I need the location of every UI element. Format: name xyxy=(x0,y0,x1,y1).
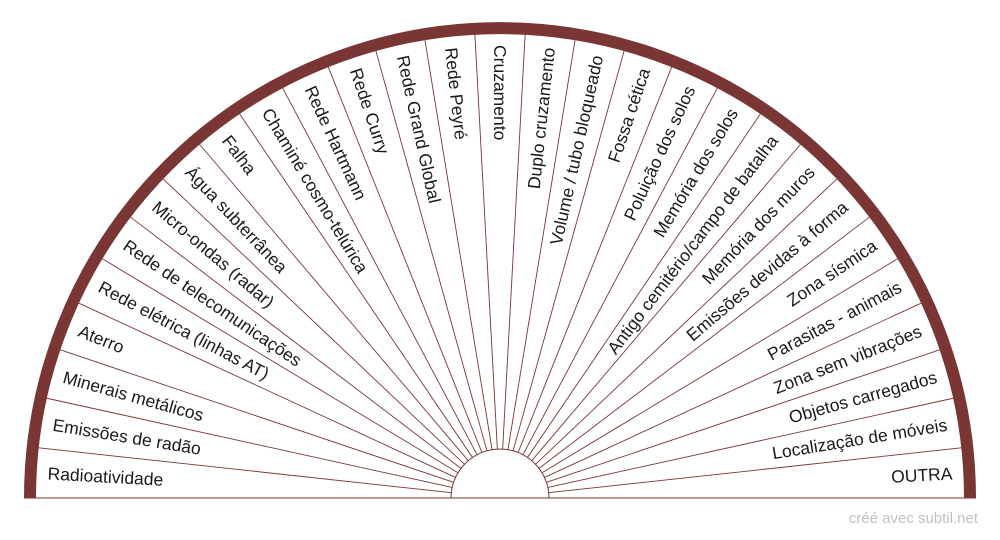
sector-divider xyxy=(507,40,576,450)
sector-divider xyxy=(547,397,954,488)
sector-label: Rede Curry xyxy=(346,66,394,157)
sector-divider xyxy=(78,302,456,478)
sector-divider xyxy=(527,113,761,458)
sector-divider xyxy=(38,447,452,494)
sector-divider xyxy=(548,447,962,494)
sector-divider xyxy=(474,34,498,450)
center-hub xyxy=(450,448,550,499)
sector-divider xyxy=(512,50,625,451)
sector-dividers xyxy=(38,34,962,494)
sector-divider xyxy=(535,178,838,465)
sector-label: Aterro xyxy=(75,321,127,357)
sector-label: Falha xyxy=(218,131,261,178)
sector-divider xyxy=(424,40,493,450)
sector-divider xyxy=(375,50,488,451)
sector-divider xyxy=(102,258,459,474)
sector-divider xyxy=(517,66,673,453)
credit-text: créé avec subtil.net xyxy=(848,510,978,527)
sector-divider xyxy=(60,349,454,483)
sector-divider xyxy=(544,302,922,478)
sector-divider xyxy=(130,216,462,469)
sector-divider xyxy=(546,349,940,483)
sector-label: Rede Peyré xyxy=(441,47,471,141)
sector-divider xyxy=(538,216,870,469)
sector-divider xyxy=(282,87,478,455)
sector-label: Rede Grand Global xyxy=(393,53,445,205)
sector-label: Fossa cética xyxy=(604,65,654,165)
sector-divider xyxy=(239,113,473,458)
sector-divider xyxy=(199,144,469,461)
sector-label: OUTRA xyxy=(891,463,954,486)
sector-label: Minerais metálicos xyxy=(61,367,206,425)
sector-label: Radioatividade xyxy=(47,463,164,489)
sector-divider xyxy=(46,397,453,488)
outer-rim xyxy=(24,22,976,499)
sector-divider xyxy=(162,178,465,465)
sector-divider xyxy=(327,66,483,453)
sector-divider xyxy=(522,87,718,455)
sector-divider xyxy=(541,258,898,474)
sector-label: Cruzamento xyxy=(490,45,510,140)
sector-labels: Radioatividade Emissões de radãoMinerais … xyxy=(47,45,953,490)
sector-divider xyxy=(502,34,526,450)
sector-divider xyxy=(531,144,801,461)
sector-label: Emissões de radão xyxy=(51,415,202,459)
